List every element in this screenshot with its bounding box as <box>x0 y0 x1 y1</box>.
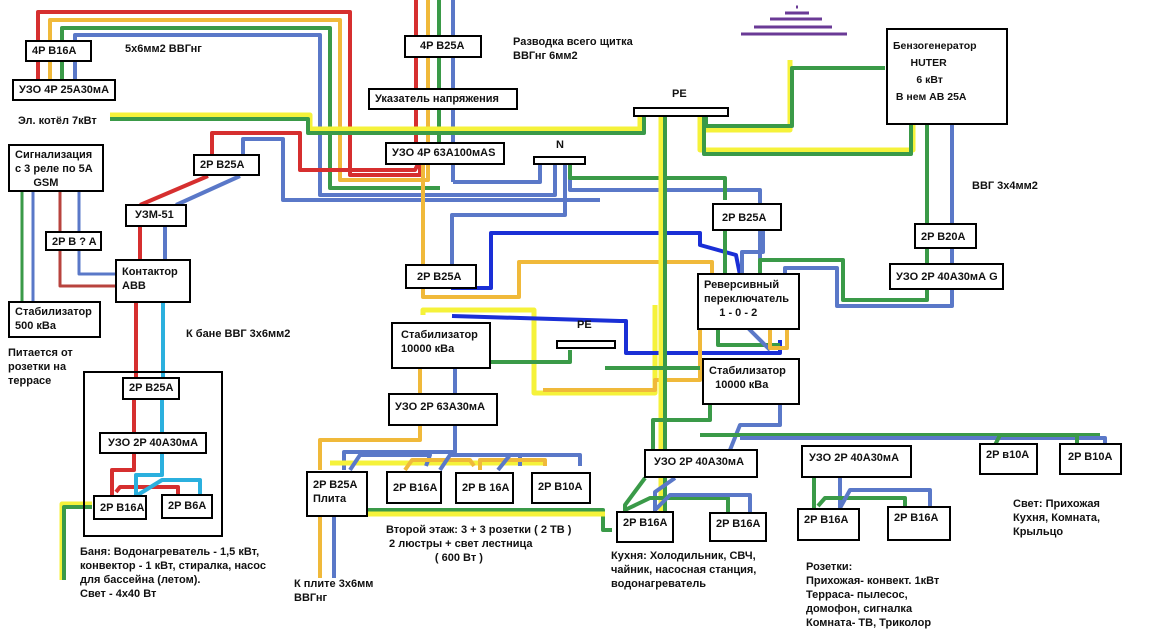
pe-busbar-top <box>633 107 729 117</box>
kitchen-rcd-40a30ma[interactable]: УЗО 2P 40A30мА <box>644 449 758 478</box>
rcd-4p-25a30ma[interactable]: УЗО 4P 25A30мА <box>12 79 116 101</box>
bath-cable-label: К бане ВВГ 3х6мм2 <box>186 328 291 340</box>
alarm-wires <box>20 190 116 302</box>
contactor-abb[interactable]: Контактор ABB <box>115 259 191 303</box>
floor2-breaker-b16a-2[interactable]: 2P B 16A <box>455 472 514 504</box>
voltage-indicator[interactable]: Указатель напряжения <box>368 88 518 110</box>
bath-loads-label: Баня: Водонагреватель - 1,5 кВт, конвект… <box>80 546 266 600</box>
bath-breaker-b16a[interactable]: 2P B16A <box>93 495 147 520</box>
kitchen-breaker-b16a-2[interactable]: 2P B16A <box>709 512 767 542</box>
floor2-loads-label: Второй этаж: 3 + 3 розетки ( 2 ТВ ) 2 лю… <box>386 524 572 564</box>
breaker-4p-b25a[interactable]: 4P B25A <box>404 35 482 58</box>
breaker-2p-b-unknown[interactable]: 2P B ? A <box>45 231 102 251</box>
generator-wires <box>758 125 954 308</box>
alarm-unit[interactable]: Сигнализация с 3 реле по 5А GSM <box>8 144 104 192</box>
stove-cable-label: К плите 3х6мм ВВГнг <box>294 578 374 604</box>
stabilizer-10000-left[interactable]: Стабилизатор 10000 кВа <box>391 322 491 369</box>
light-loads-label: Свет: Прихожая Кухня, Комната, Крыльцо <box>1013 498 1101 538</box>
pe-busbar-top-label: PE <box>672 88 687 100</box>
rcd-2p-40a30ma-g[interactable]: УЗО 2P 40A30мА G <box>889 263 1004 290</box>
sockets-rcd-40a30ma[interactable]: УЗО 2P 40A30мА <box>801 445 912 478</box>
bath-breaker-b6a[interactable]: 2P B6A <box>161 494 213 519</box>
feeder-wires-5x6 <box>36 10 557 197</box>
switch-wires <box>605 230 789 370</box>
boiler-pe-line <box>110 112 646 135</box>
breaker-4p-b16a[interactable]: 4P B16A <box>25 40 92 62</box>
rcd-2p-63a30ma[interactable]: УЗО 2P 63A30мА <box>388 393 498 426</box>
cable-5x6-label: 5х6мм2 ВВГнг <box>125 43 202 55</box>
sockets-loads-label: Розетки: Прихожая- конвект. 1кВт Терраса… <box>806 561 940 629</box>
breaker-2p-b20a[interactable]: 2P B20A <box>914 223 977 249</box>
generator-cable-label: ВВГ 3х4мм2 <box>972 180 1038 192</box>
reversing-switch[interactable]: Реверсивный переключатель 1 - 0 - 2 <box>697 273 800 330</box>
rcd-4p-63a100mas[interactable]: УЗО 4P 63A100мАS <box>385 142 505 165</box>
bath-rcd-40a30ma[interactable]: УЗО 2P 40A30мА <box>99 432 207 454</box>
uzm-wires <box>134 131 600 378</box>
light-breaker-b10a-1[interactable]: 2P в10A <box>979 443 1038 475</box>
breaker-2p-b25a-top[interactable]: 2P B25A <box>193 154 260 176</box>
stabilizer-10000-right[interactable]: Стабилизатор 10000 кВа <box>702 358 800 405</box>
stabilizer-right-wires <box>623 405 1107 512</box>
light-breaker-b10a-2[interactable]: 2P B10A <box>1059 443 1122 475</box>
kitchen-breaker-b16a-1[interactable]: 2P B16A <box>616 511 674 543</box>
sockets-breaker-b16a-2[interactable]: 2P B16A <box>887 506 951 541</box>
bath-wires <box>59 400 202 580</box>
panel-wiring-label: Разводка всего щитка ВВГнг 6мм2 <box>513 36 633 62</box>
floor2-breaker-b10a[interactable]: 2P B10A <box>531 472 591 504</box>
bath-enclosure <box>83 371 223 537</box>
n-busbar-label: N <box>556 139 564 151</box>
bath-breaker-b25a[interactable]: 2P B25A <box>122 377 180 400</box>
pe-busbar-mid <box>556 340 616 349</box>
sockets-breaker-b16a-1[interactable]: 2P B16A <box>797 508 860 541</box>
breaker-2p-b25a-right[interactable]: 2P B25A <box>712 203 782 231</box>
uzm-51[interactable]: УЗМ-51 <box>125 204 187 227</box>
kitchen-loads-label: Кухня: Холодильник, СВЧ, чайник, насосна… <box>611 550 757 590</box>
pe-busbar-mid-label: PE <box>577 319 592 331</box>
breaker-2p-b25a-mid[interactable]: 2P B25A <box>405 264 477 289</box>
n-busbar <box>533 156 586 165</box>
stabilizer-500[interactable]: Стабилизатор 500 кВа <box>8 301 101 338</box>
stove-breaker-b25a[interactable]: 2P B25A Плита <box>306 471 368 517</box>
floor2-breaker-b16a-1[interactable]: 2P B16A <box>386 471 442 504</box>
generator[interactable]: Бензогенератор HUTER 6 кВт В нем АВ 25А <box>886 28 1008 125</box>
stabilizer-power-label: Питается от розетки на террасе <box>8 347 73 387</box>
boiler-label: Эл. котёл 7кВт <box>18 115 97 127</box>
stabilizer-left-wires <box>318 368 612 578</box>
ground-icon <box>741 5 847 36</box>
